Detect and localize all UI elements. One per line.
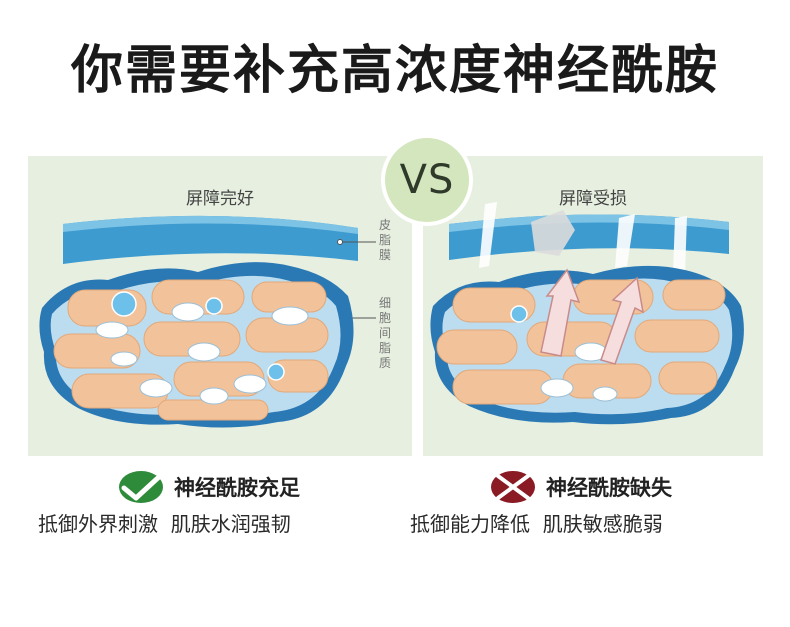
lipid-droplet <box>171 302 205 322</box>
intact-skin-illustration <box>39 215 376 428</box>
page-title: 你需要补充高浓度神经酰胺 <box>70 41 719 101</box>
water-bubble <box>267 363 285 381</box>
damaged-barrier-panel: 屏障受损 <box>423 156 763 456</box>
barrier-crack <box>615 214 635 268</box>
barrier-crack <box>673 216 687 274</box>
result-description-intact: 抵御外界刺激 肌肤水润强韧 <box>38 512 291 536</box>
moisture-loss-arrow <box>600 276 644 365</box>
sebum-film <box>63 215 358 264</box>
lipid-droplet <box>95 321 129 339</box>
result-description-damaged: 抵御能力降低 肌肤敏感脆弱 <box>410 512 663 536</box>
water-bubble <box>205 297 223 315</box>
lipid-droplet <box>139 378 173 398</box>
barrier-crack <box>479 202 497 268</box>
water-bubble <box>510 305 528 323</box>
annotation-sebum-film: 皮脂膜 <box>378 218 391 262</box>
damaged-skin-illustration <box>430 202 744 425</box>
lipid-droplet <box>233 374 267 394</box>
lipid-droplet <box>110 351 138 367</box>
panel-label-damaged: 屏障受损 <box>559 189 627 209</box>
lipid-droplet <box>271 306 309 326</box>
result-heading-intact: 神经酰胺充足 <box>174 476 300 500</box>
lipid-droplet <box>187 342 221 362</box>
annotation-intercellular-lipid: 细胞间脂质 <box>378 296 391 370</box>
moisture-loss-arrow <box>540 268 581 357</box>
panel-label-intact: 屏障完好 <box>186 189 254 209</box>
result-heading-damaged: 神经酰胺缺失 <box>546 476 672 500</box>
broken-sebum-film <box>449 214 729 260</box>
cross-icon <box>491 471 535 503</box>
lipid-droplet <box>199 387 229 405</box>
check-icon <box>119 471 163 503</box>
water-bubble <box>111 291 137 317</box>
barrier-fragment <box>531 210 575 256</box>
intact-barrier-panel: 屏障完好 <box>28 156 412 456</box>
damaged-result: 神经酰胺缺失 抵御能力降低 肌肤敏感脆弱 <box>410 470 672 536</box>
vs-badge: VS <box>381 134 473 226</box>
intact-result: 神经酰胺充足 抵御外界刺激 肌肤水润强韧 <box>38 470 300 536</box>
